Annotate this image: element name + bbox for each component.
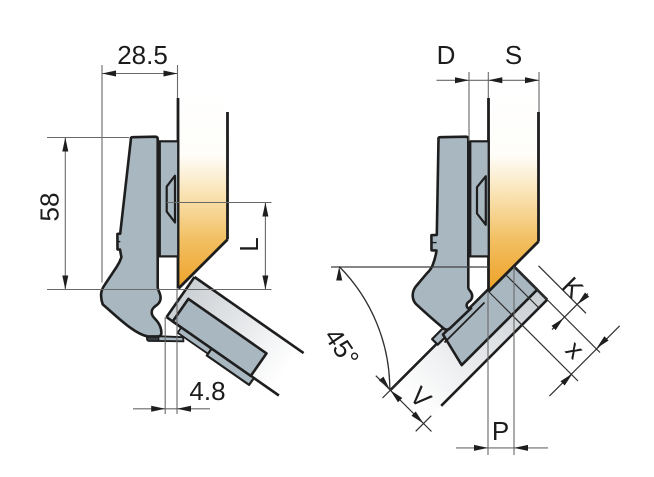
svg-text:P: P	[492, 416, 509, 446]
svg-text:D: D	[437, 40, 456, 70]
svg-text:S: S	[505, 40, 522, 70]
svg-text:28.5: 28.5	[117, 40, 168, 70]
svg-text:58: 58	[35, 193, 65, 222]
svg-text:4.8: 4.8	[189, 376, 225, 406]
svg-text:L: L	[234, 237, 264, 251]
